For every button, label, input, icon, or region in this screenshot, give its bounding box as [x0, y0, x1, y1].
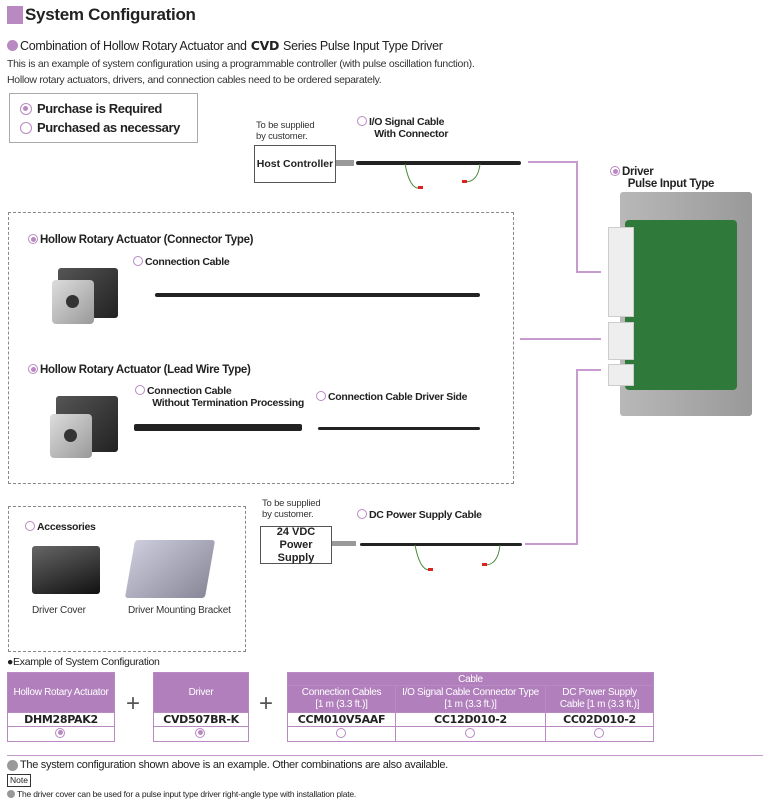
- link-line: [576, 369, 601, 371]
- connector-stub: [336, 160, 354, 166]
- divider: [7, 755, 763, 756]
- plus-sign: +: [126, 690, 141, 717]
- driver-image: [608, 192, 752, 416]
- accessories-group: [8, 506, 246, 652]
- cable-driver-side-label: Connection Cable Driver Side: [316, 391, 468, 403]
- bullet-icon: [7, 790, 15, 798]
- actuator-leadwire-image: [50, 396, 118, 458]
- cable-no-term-label: Connection Cable Without Termination Pro…: [135, 385, 304, 409]
- driver-pcb: [625, 220, 737, 390]
- radio-filled-icon: [28, 234, 38, 244]
- io-cable-label: I/O Signal Cable With Connector: [357, 116, 448, 140]
- bullet-icon: [7, 759, 18, 771]
- ground-wires: [414, 544, 501, 571]
- cable-header: Connection Cables[1 m (3.3 ft.)]: [287, 685, 396, 713]
- radio-empty-icon: [357, 509, 367, 519]
- dc-power-cable: [360, 543, 522, 546]
- radio-filled-icon: [610, 166, 620, 176]
- description-line-2: Hollow rotary actuators, drivers, and co…: [7, 74, 382, 86]
- cable-part: CC02D010-2: [545, 712, 654, 727]
- actuator-leadwire-label: Hollow Rotary Actuator (Lead Wire Type): [28, 364, 251, 376]
- driver-connector: [608, 322, 634, 360]
- radio-filled-icon: [28, 364, 38, 374]
- actuator-connector-image: [52, 268, 118, 324]
- link-line: [525, 543, 578, 545]
- radio-filled-icon: [55, 727, 65, 738]
- link-line: [576, 161, 578, 273]
- customer-note-host: To be supplied by customer.: [256, 120, 315, 142]
- cable-part: CC12D010-2: [395, 712, 546, 727]
- actuator-connector-label: Hollow Rotary Actuator (Connector Type): [28, 234, 254, 246]
- driver-part: CVD507BR-K: [153, 712, 249, 727]
- title-square-icon: [7, 6, 23, 24]
- radio-filled-icon: [195, 727, 205, 738]
- connection-cable: [155, 293, 480, 297]
- dc-cable-label: DC Power Supply Cable: [357, 509, 482, 521]
- page-title: System Configuration: [7, 5, 196, 25]
- brand-cvd: CVD: [250, 38, 280, 53]
- note-label: Note: [7, 774, 31, 787]
- radio-empty-icon: [135, 385, 145, 395]
- radio-empty-icon: [335, 727, 346, 738]
- driver-header: Driver: [153, 672, 249, 713]
- io-signal-cable: [356, 161, 521, 165]
- radio-empty-icon: [357, 116, 367, 126]
- link-line: [528, 161, 578, 163]
- ground-wires: [404, 163, 481, 189]
- link-line: [520, 338, 601, 340]
- legend-box: Purchase is Required Purchased as necess…: [9, 93, 198, 143]
- cable-header: I/O Signal Cable Connector Type[1 m (3.3…: [395, 685, 546, 713]
- cable-part: CCM010V5AAF: [287, 712, 396, 727]
- bracket-caption: Driver Mounting Bracket: [128, 605, 231, 616]
- bullet-icon: [7, 40, 18, 51]
- connection-cable-label: Connection Cable: [133, 256, 230, 268]
- lead-wire-cable: [134, 424, 302, 431]
- section-subtitle: Combination of Hollow Rotary Actuator an…: [7, 38, 443, 53]
- radio-empty-icon: [20, 121, 32, 134]
- radio-empty-icon: [133, 256, 143, 266]
- driver-cover-image: [32, 546, 100, 594]
- driver-connector: [608, 227, 634, 317]
- radio-empty-icon: [593, 727, 604, 738]
- connector-stub: [332, 541, 356, 546]
- actuator-part: DHM28PAK2: [7, 712, 115, 727]
- example-heading: ●Example of System Configuration: [7, 656, 160, 668]
- link-line: [576, 369, 578, 544]
- description-line-1: This is an example of system configurati…: [7, 58, 475, 70]
- actuator-header: Hollow Rotary Actuator: [7, 672, 115, 713]
- customer-note-power: To be supplied by customer.: [262, 498, 321, 520]
- radio-filled-icon: [20, 102, 32, 115]
- radio-empty-icon: [316, 391, 326, 401]
- radio-empty-icon: [25, 521, 35, 531]
- link-line: [576, 271, 601, 273]
- radio-empty-icon: [464, 727, 475, 738]
- driver-side-cable: [318, 427, 480, 430]
- mounting-bracket-image: [124, 540, 216, 598]
- driver-label: Driver Pulse Input Type: [610, 166, 714, 190]
- actuator-config-table: Hollow Rotary Actuator DHM28PAK2: [7, 672, 115, 742]
- plus-sign: +: [259, 690, 274, 717]
- driver-config-table: Driver CVD507BR-K: [153, 672, 249, 742]
- actuator-group: [8, 212, 514, 484]
- cable-group-header: Cable: [287, 672, 654, 686]
- footnote: The system configuration shown above is …: [7, 759, 448, 771]
- accessories-label: Accessories: [25, 521, 96, 533]
- host-controller-box: Host Controller: [254, 145, 336, 183]
- note-text: The driver cover can be used for a pulse…: [7, 789, 356, 799]
- cable-config-table: Cable Connection Cables[1 m (3.3 ft.)] I…: [287, 672, 654, 742]
- driver-cover-caption: Driver Cover: [32, 605, 86, 616]
- driver-connector: [608, 364, 634, 386]
